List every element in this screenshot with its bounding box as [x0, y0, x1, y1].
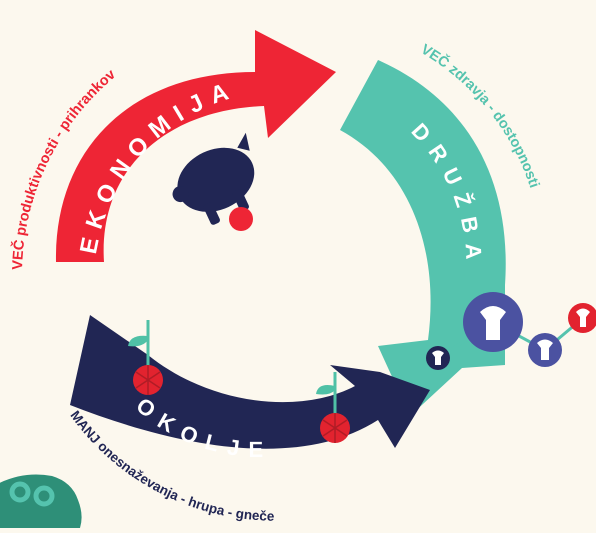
- apple-tree-icon: [316, 372, 350, 443]
- molecule-icon: [426, 292, 596, 370]
- economy-arrow: [55, 30, 336, 262]
- apple-tree-icon: [128, 320, 163, 395]
- coin-icon: [229, 207, 253, 231]
- corner-decoration-icon: [0, 474, 82, 528]
- environment-arrow: [70, 315, 430, 449]
- piggy-bank-icon: [172, 132, 255, 225]
